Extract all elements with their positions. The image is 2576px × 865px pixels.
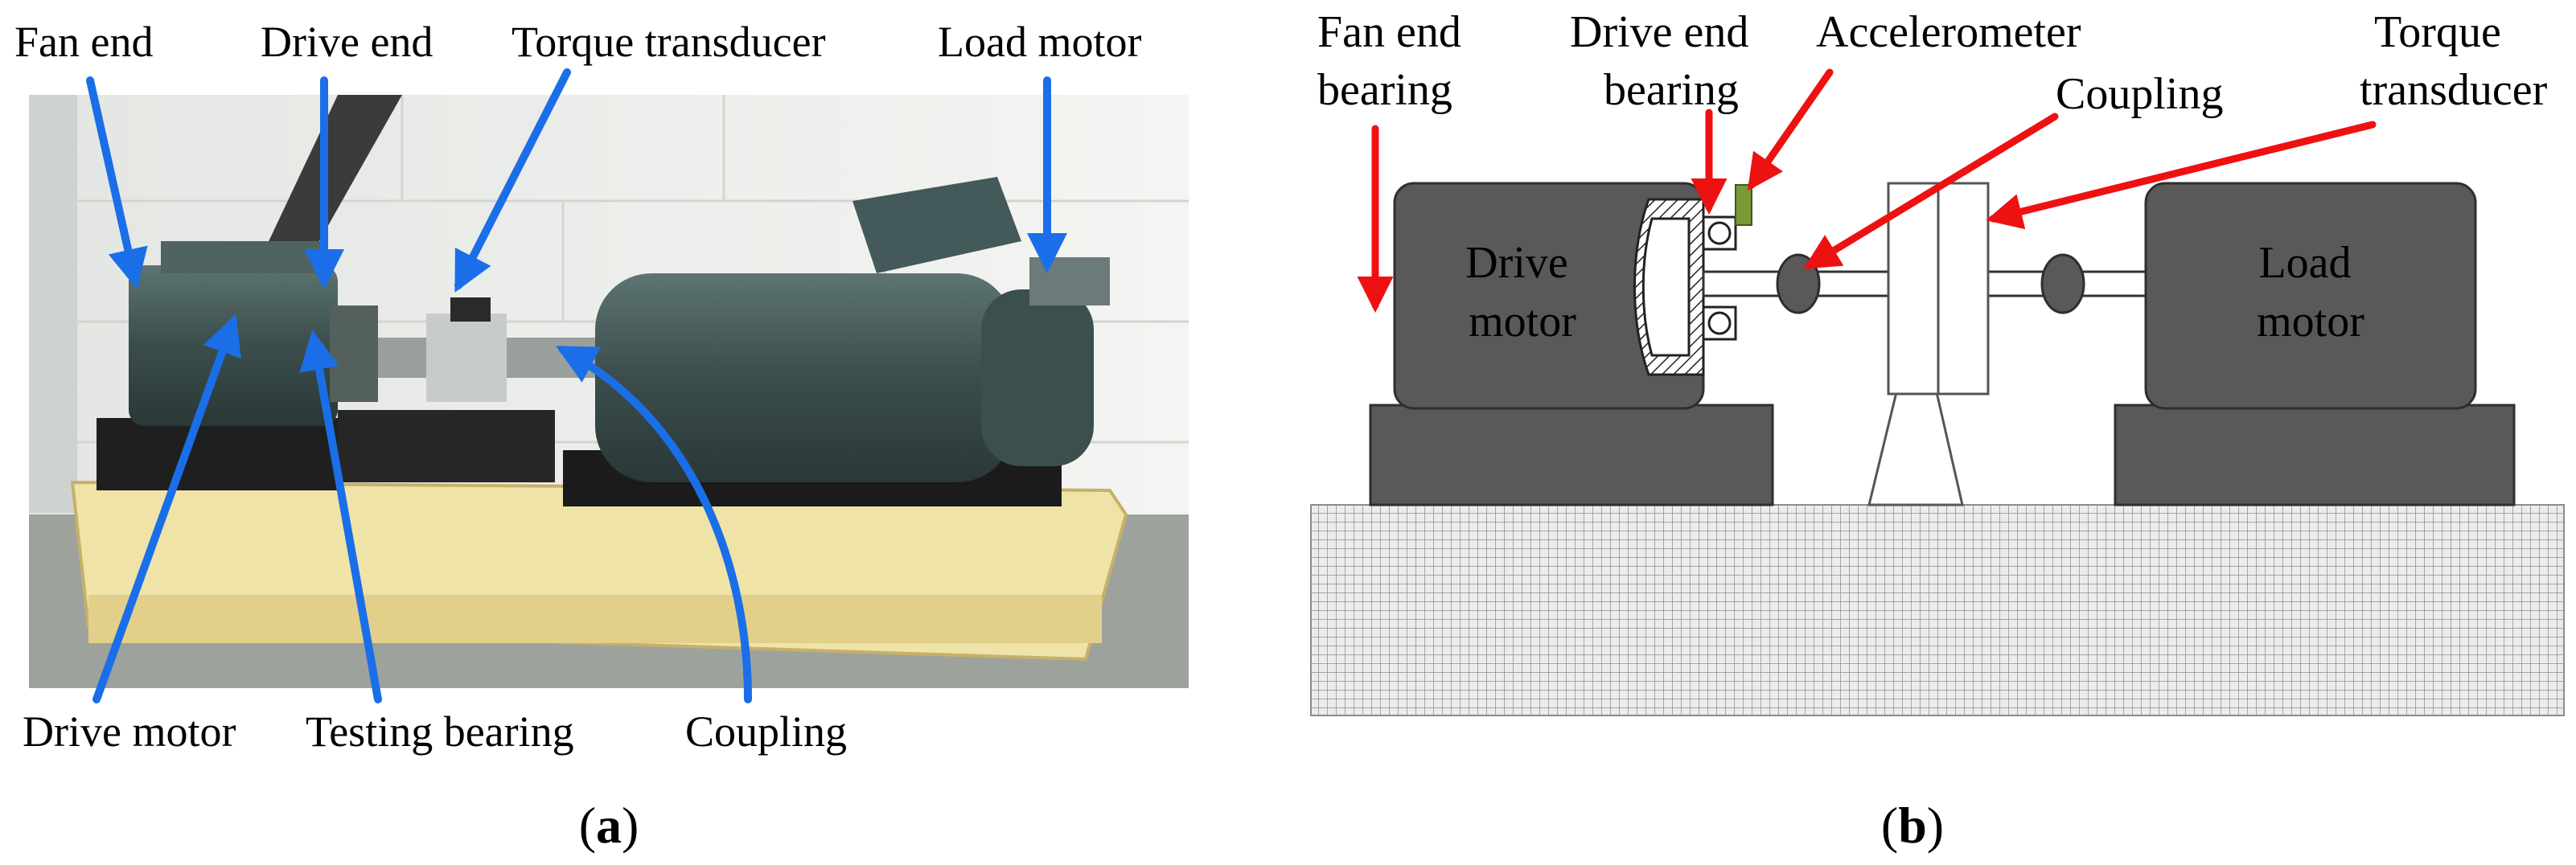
panel-a-arrows (86, 68, 1067, 703)
label-load-motor-b: Load motor (2257, 238, 2364, 346)
base-platform (1310, 504, 2565, 716)
torque-transducer (1867, 182, 1990, 506)
label-torque-transducer: Torque transducer (512, 18, 826, 66)
load-motor: Load motor (2114, 182, 2516, 506)
label-coupling-b: Coupling (2056, 69, 2223, 119)
caption-b: (b) (1881, 797, 1944, 854)
drive-end-bearing (1702, 215, 1737, 341)
label-drive-motor-b: Drive motor (1465, 238, 1580, 346)
label-drive-end-bearing: Drive end bearing (1570, 7, 1760, 115)
label-fan-end-bearing: Fan end bearing (1317, 7, 1473, 115)
photo-test-rig (29, 95, 1189, 688)
panel-b-arrows (1357, 68, 2377, 313)
arrow-testing-bearing (299, 330, 382, 703)
arrow-accelerometer (1747, 68, 1834, 191)
label-accelerometer: Accelerometer (1816, 7, 2081, 57)
arrow-torque-transducer-b (1986, 121, 2377, 230)
arrow-drive-motor (92, 314, 241, 703)
label-load-motor: Load motor (938, 18, 1141, 66)
panel-a: Fan end Drive end Torque transducer Load… (14, 18, 1189, 854)
label-drive-motor: Drive motor (23, 707, 236, 756)
panel-b: Drive motor Load motor (1310, 7, 2565, 854)
caption-a: (a) (579, 797, 639, 854)
label-torque-transducer-b: Torque transducer (2360, 7, 2548, 115)
arrow-torque-transducer (454, 68, 571, 293)
arrow-fan-end (86, 76, 148, 289)
accelerometer (1735, 184, 1752, 226)
label-testing-bearing: Testing bearing (306, 707, 574, 756)
label-coupling: Coupling (685, 707, 847, 756)
coupling-left (1776, 253, 1821, 314)
arrow-coupling (556, 346, 752, 703)
label-drive-end: Drive end (261, 18, 433, 66)
label-fan-end: Fan end (14, 18, 153, 66)
arrow-coupling-b (1803, 113, 2059, 269)
coupling-right (2040, 253, 2085, 314)
